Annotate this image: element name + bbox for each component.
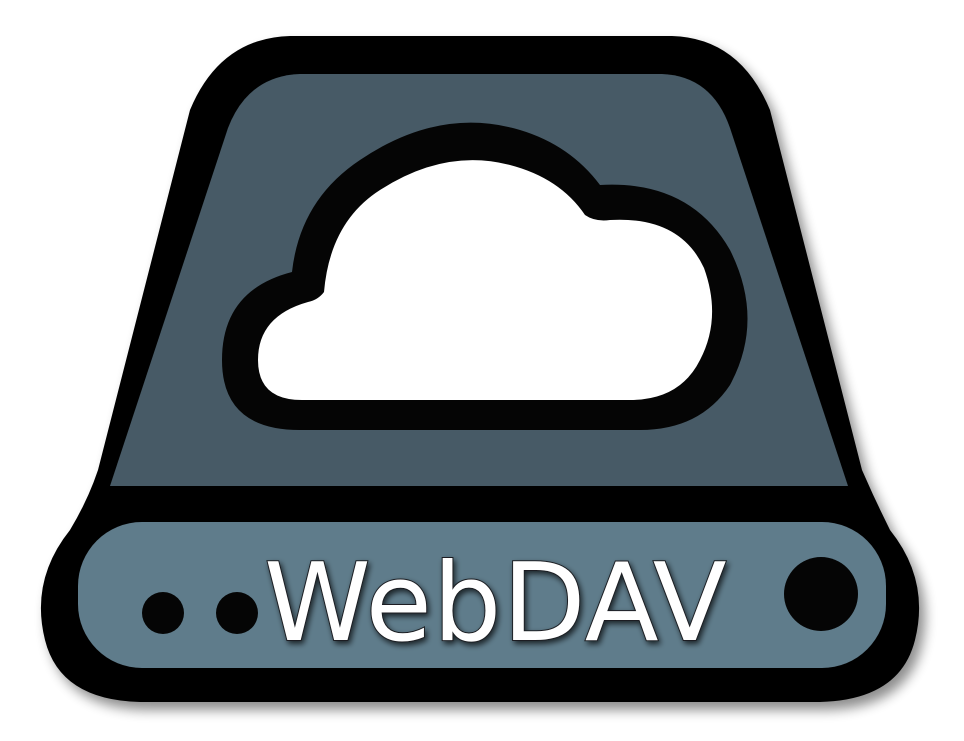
indicator-dot-middle xyxy=(216,592,258,634)
power-led xyxy=(784,557,858,631)
drive-lower-panel xyxy=(78,522,886,668)
cloud-icon xyxy=(222,122,748,430)
indicator-dot-left xyxy=(142,592,184,634)
logo-label: WebDAV xyxy=(264,541,728,666)
